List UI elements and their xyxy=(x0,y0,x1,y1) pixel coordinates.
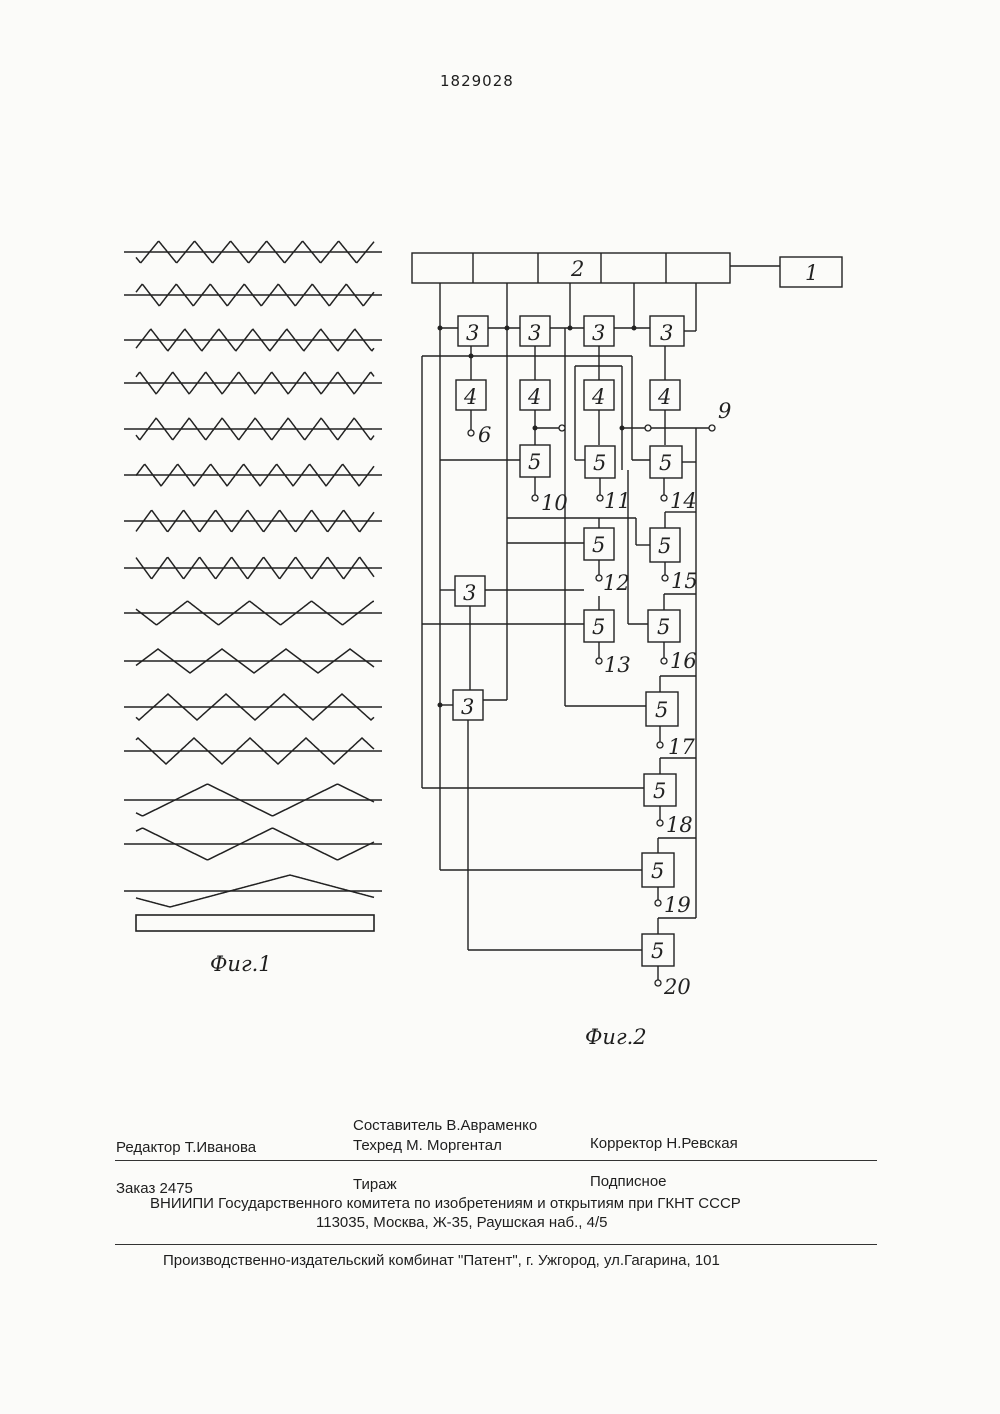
label-filter: 4 xyxy=(463,385,477,409)
output-label-16: 16 xyxy=(670,649,697,673)
waveform-constant-bar xyxy=(136,915,374,931)
label-filter: 4 xyxy=(527,385,541,409)
figure-2-block-diagram: 2 1 3 3 3 3 3 3 4 4 4 4 5 5 5 5 5 5 5 5 … xyxy=(400,240,860,1010)
figure-1-waveforms xyxy=(110,215,400,945)
divider-rule xyxy=(115,1244,877,1245)
label-divider: 3 xyxy=(461,695,474,719)
compiler-line: Составитель В.Авраменко xyxy=(353,1117,537,1134)
label-divider: 3 xyxy=(466,321,479,345)
label-mixer: 5 xyxy=(651,859,664,883)
divider-rule xyxy=(115,1160,877,1161)
label-mixer: 5 xyxy=(659,451,672,475)
label-mixer: 5 xyxy=(658,534,671,558)
output-label-6: 6 xyxy=(478,423,491,447)
output-label-19: 19 xyxy=(664,893,691,917)
output-label-18: 18 xyxy=(666,813,693,837)
editor-line: Редактор Т.Иванова xyxy=(116,1139,256,1156)
label-mixer: 5 xyxy=(657,615,670,639)
circulation-line: Тираж xyxy=(353,1176,397,1193)
output-label-20: 20 xyxy=(663,975,691,999)
figure-1-caption: Фиг.1 xyxy=(210,952,272,976)
output-label-12: 12 xyxy=(603,571,630,595)
label-divider: 3 xyxy=(463,581,476,605)
label-mixer: 5 xyxy=(651,939,664,963)
institute-line: ВНИИПИ Государственного комитета по изоб… xyxy=(150,1195,741,1212)
printer-line: Производственно-издательский комбинат "П… xyxy=(163,1252,720,1269)
address-line: 113035, Москва, Ж-35, Раушская наб., 4/5 xyxy=(316,1214,608,1231)
subscription-line: Подписное xyxy=(590,1173,667,1190)
label-mixer: 5 xyxy=(592,615,605,639)
output-label-17: 17 xyxy=(668,735,695,759)
label-divider: 3 xyxy=(592,321,605,345)
techred-line: Техред М. Моргентал xyxy=(353,1137,502,1154)
corrector-line: Корректор Н.Ревская xyxy=(590,1135,738,1152)
label-divider: 3 xyxy=(528,321,541,345)
label-register: 2 xyxy=(570,257,584,281)
label-mixer: 5 xyxy=(593,451,606,475)
patent-number: 1829028 xyxy=(440,72,514,90)
label-mixer: 5 xyxy=(592,533,605,557)
label-mixer: 5 xyxy=(655,698,668,722)
output-label-11: 11 xyxy=(604,489,631,513)
label-divider: 3 xyxy=(660,321,673,345)
output-label-9: 9 xyxy=(718,399,731,423)
label-filter: 4 xyxy=(591,385,605,409)
label-mixer: 5 xyxy=(528,450,541,474)
output-label-10: 10 xyxy=(541,491,568,515)
output-label-13: 13 xyxy=(604,653,631,677)
label-timing-generator: 1 xyxy=(805,261,818,285)
output-label-15: 15 xyxy=(671,569,698,593)
output-label-14: 14 xyxy=(670,489,697,513)
figure-2-caption: Фиг.2 xyxy=(585,1025,647,1049)
label-filter: 4 xyxy=(657,385,671,409)
label-mixer: 5 xyxy=(653,779,666,803)
